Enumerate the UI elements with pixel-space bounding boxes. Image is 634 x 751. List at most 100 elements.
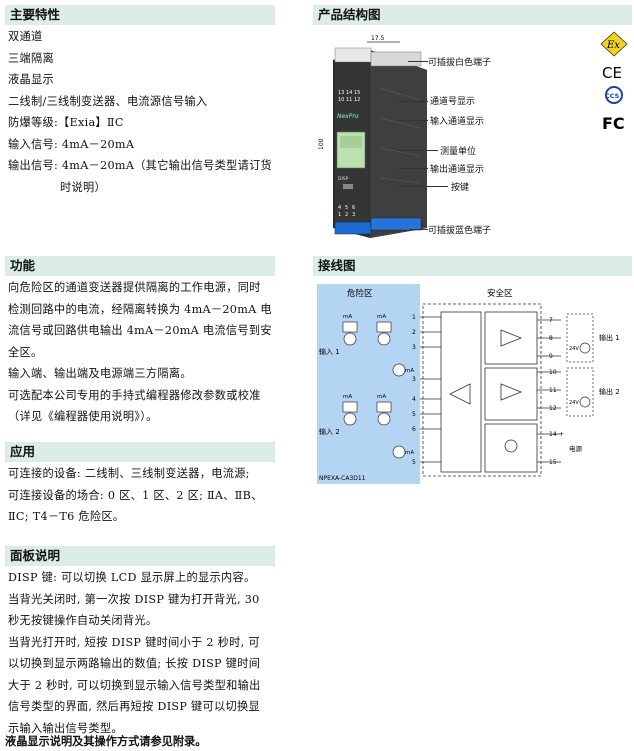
annot-button: 按键 [451,183,470,193]
sign-plus-power: + [559,431,564,438]
dim-top: 17.5 [371,35,385,42]
input1-label: 输入 1 [319,347,340,356]
panel-note: 液晶显示说明及其操作方式请参见附录。 [5,735,207,748]
sign-minus-power: - [559,459,561,466]
right-terminal-7: 7 [549,317,553,324]
annot-output-channel: 输出通道显示 [430,165,485,175]
annot-channel-display: 通道号显示 [430,97,476,107]
hazard-area-label: 危险区 [347,288,373,299]
terminal-bottom-4: 4 [338,205,341,211]
ma-label-1: mA [343,314,352,320]
brand-logo: NexPro [337,113,359,120]
application-text: 可连接的设备: 二线制、三线制变送器，电流源; 可连接设备的场合: 0 区、1 … [8,463,263,528]
ex-mark-icon: Ex [606,40,620,51]
leader-line [410,229,428,230]
ce-mark-icon: CE [602,64,622,82]
annot-unit: 测量单位 [440,147,477,157]
panel-line: 当背光关闭时, 第一次按 DISP 键为打开背光, 30 [8,592,260,606]
ma-label-2: mA [377,314,386,320]
feature-item: 二线制/三线制变送器、电流源信号输入 [8,94,208,108]
function-line: 输入端、输出端及电源端三方隔离。 [8,367,192,380]
feature-item: 液晶显示 [8,73,54,86]
terminal-top-14: 14 [346,90,352,96]
features-list: 双通道 三端隔离 液晶显示 二线制/三线制变送器、电流源信号输入 防爆等级:【E… [8,26,272,198]
ma-label-6: mA [405,450,414,456]
panel-line: 大于 2 秒时, 可以切换到显示输入信号类型和输出 [8,678,261,692]
left-terminal-2: 2 [412,329,416,336]
leader-line [408,61,428,62]
terminal-bottom-2: 2 [345,212,348,218]
function-line: 向危险区的通道变送器提供隔离的工作电源，同时 [8,281,261,294]
leader-line [398,186,448,187]
panel-line: 当背光打开时, 短按 DISP 键时间小于 2 秒时, 可 [8,635,260,649]
function-line: （详见《编程器使用说明》）。 [8,410,158,423]
safe-area-label: 安全区 [487,288,513,299]
input2-label: 输入 2 [319,427,340,436]
application-line: 可连接设备的场合: 0 区、1 区、2 区; ⅡA、ⅡB、 [8,488,263,502]
ma-label-3: mA [343,394,352,400]
feature-item: 防爆等级:【Exia】ⅡC [8,116,124,129]
application-line: 可连接的设备: 二线制、三线制变送器，电流源; [8,467,250,480]
feature-item: 输出信号: 4mA－20mA（其它输出信号类型请订货 [8,159,273,172]
leader-line [398,101,428,102]
left-terminal-3b: 3 [412,376,416,383]
application-line: ⅡC; T4－T6 危险区。 [8,510,125,523]
ccs-mark-icon: CCS [605,92,620,100]
feature-item: 三端隔离 [8,51,54,65]
terminal-bottom-3: 3 [352,212,355,218]
terminal-bottom-5: 5 [345,205,348,211]
panel-text: DISP 键: 可以切换 LCD 显示屏上的显示内容。 当背光关闭时, 第一次按… [8,567,261,739]
terminal-top-10: 10 [338,97,344,103]
left-terminal-1: 1 [412,314,416,321]
model-label: NPEXA-CA3D11 [319,475,366,482]
leader-line [398,168,428,169]
function-line: 流信号或回路供电输出 4mA－20mA 电流信号到安 [8,324,272,337]
wiring-header: 接线图 [313,256,632,276]
panel-line: DISP 键: 可以切换 LCD 显示屏上的显示内容。 [8,571,256,584]
left-terminal-6: 6 [412,426,416,433]
disp-key-label: DISP [338,176,349,182]
annot-input-channel: 输入通道显示 [430,117,485,127]
power-label: 电源 [569,444,583,453]
function-line: 可选配本公司专用的手持式编程器修改参数或校准 [8,388,261,402]
annot-blue-terminal: 可插拔蓝色端子 [428,226,492,236]
ma-label-5: mA [405,368,414,374]
leader-line [398,120,428,121]
leader-line [398,150,438,151]
wiring-diagram: 危险区 安全区 1 2 3 4 5 6 3 5 mA mA mA mA mA [317,284,620,484]
annot-white-terminal: 可插拔白色端子 [428,58,492,68]
left-terminal-4: 4 [412,396,416,403]
panel-header: 面板说明 [5,546,275,566]
v24-label-1: 24V [569,346,579,352]
feature-item: 时说明） [60,180,106,194]
left-terminal-5: 5 [412,411,416,418]
terminal-top-12: 12 [354,97,360,103]
right-terminal-15: 15 [549,459,557,466]
left-terminal-5b: 5 [412,459,416,466]
feature-item: 输入信号: 4mA－20mA [8,137,135,151]
panel-line: 以切换到显示两路输出的数值; 长按 DISP 键时间 [8,657,261,670]
right-terminal-8: 8 [549,335,553,342]
terminal-bottom-6: 6 [352,205,355,211]
right-terminal-14: 14 [549,431,557,438]
right-terminal-10: 10 [549,369,557,376]
left-terminal-3: 3 [412,344,416,351]
right-terminal-9: 9 [549,353,553,360]
terminal-top-13: 13 [338,90,344,96]
function-line: 全区。 [8,345,43,359]
right-terminal-12: 12 [549,405,557,412]
fc-mark-icon: FC [602,114,625,133]
application-header: 应用 [5,442,275,462]
structure-header: 产品结构图 [313,5,632,25]
dim-side: 100 [318,138,325,150]
features-header: 主要特性 [5,5,275,25]
right-terminal-11: 11 [549,387,557,394]
terminal-bottom-1: 1 [338,212,341,218]
ma-label-4: mA [377,394,386,400]
terminal-top-11: 11 [346,97,352,103]
function-line: 检测回路中的电流，经隔离转换为 4mA－20mA 电 [8,302,272,316]
panel-line: 信号类型的界面, 然后再短按 DISP 键可以切换显 [8,700,260,713]
panel-line: 示输入输出信号类型。 [8,721,123,735]
v24-label-2: 24V [569,400,579,406]
function-text: 向危险区的通道变送器提供隔离的工作电源，同时 检测回路中的电流，经隔离转换为 4… [8,277,272,428]
